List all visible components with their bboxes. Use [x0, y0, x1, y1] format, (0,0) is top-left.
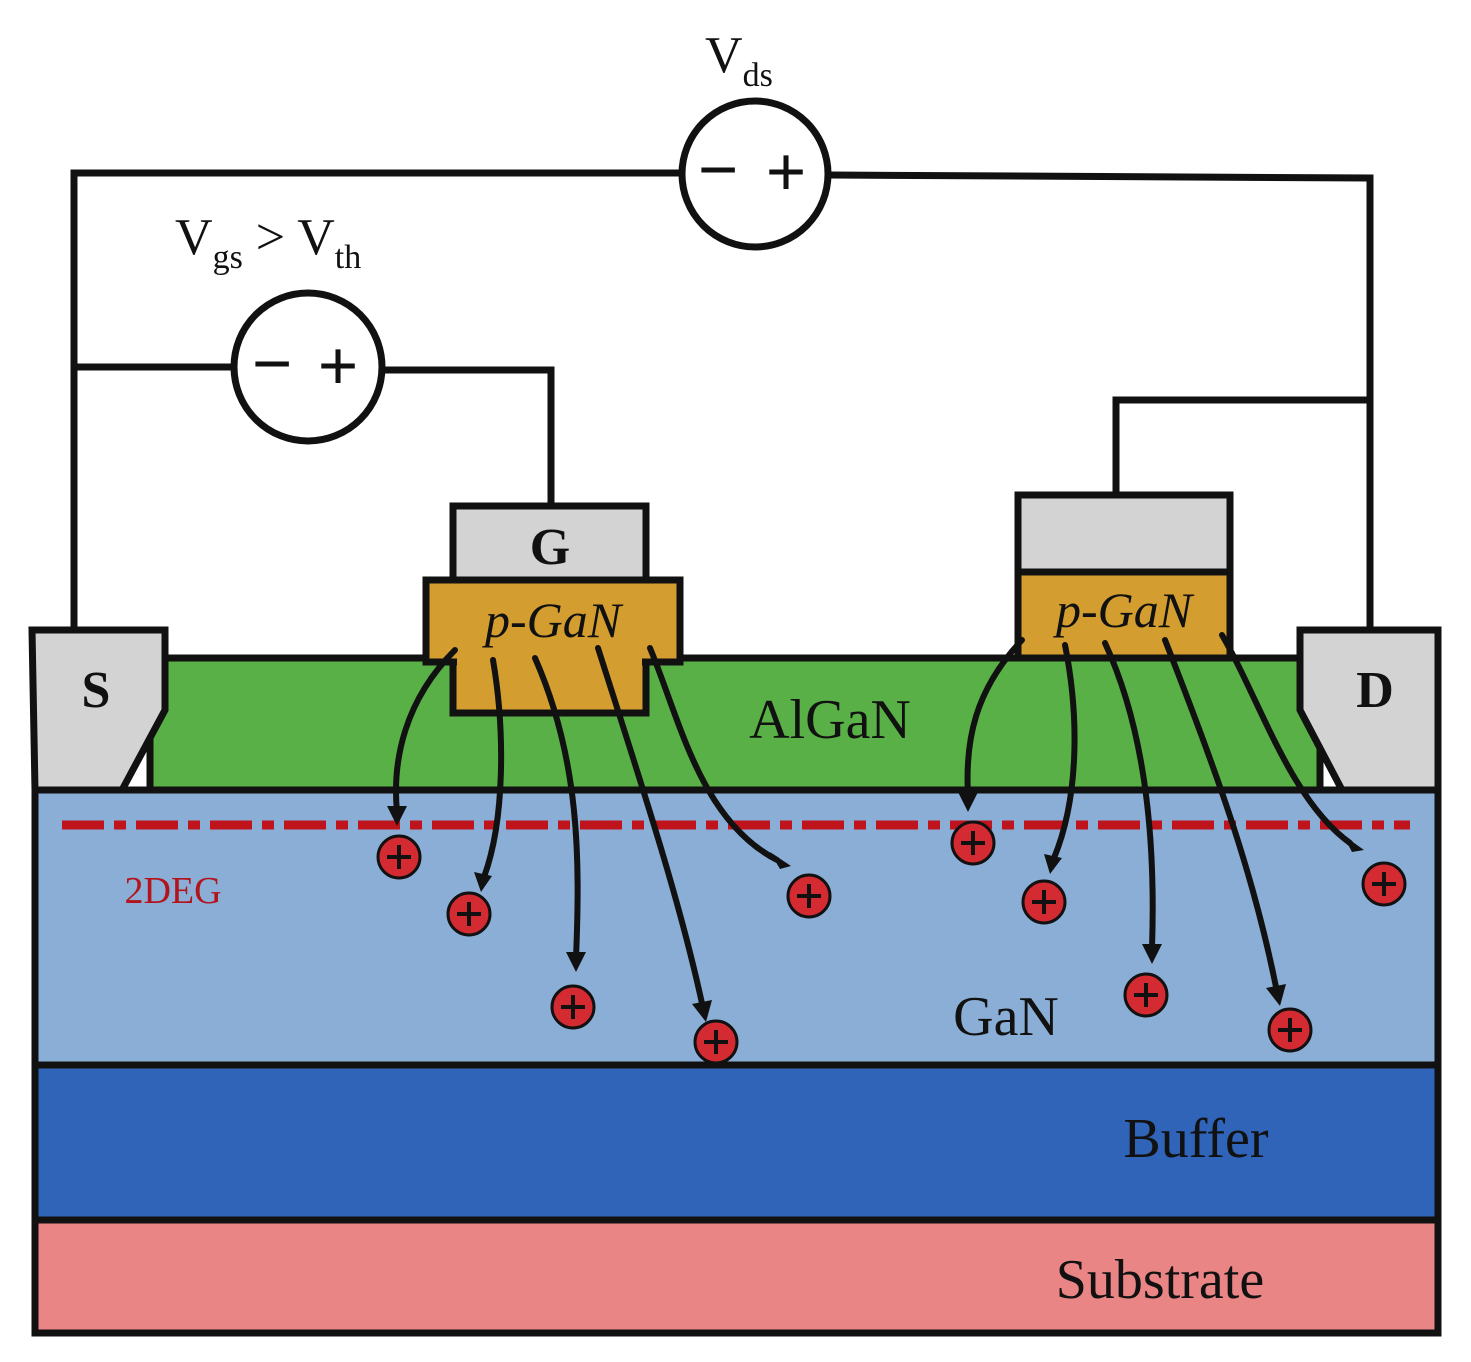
gate-stack: p-GaN G	[422, 502, 684, 717]
vds-label: Vds	[705, 27, 773, 94]
vds-label-sub: ds	[743, 57, 773, 94]
hole-charge	[950, 820, 996, 866]
hole-charge	[446, 891, 492, 937]
buffer-layer: Buffer	[31, 1061, 1442, 1224]
vgs-wire-right	[383, 366, 555, 506]
hole-arrows-drain	[958, 632, 1364, 1006]
arrow-head	[474, 872, 492, 892]
arrow-head	[566, 952, 586, 972]
holes-group	[376, 820, 1407, 1065]
vds-wire-left	[70, 169, 680, 630]
arrow-head	[1044, 854, 1062, 874]
vgs-label-v2: V	[297, 209, 335, 266]
drain-pgan-wire	[1112, 396, 1370, 495]
arrow	[1102, 640, 1156, 951]
twodeg-label: 2DEG	[124, 870, 221, 912]
vgs-plus: +	[317, 326, 358, 406]
vgs-label-relation: >	[243, 209, 297, 266]
arrow-head	[692, 1000, 712, 1022]
gate-pgan-fill-join	[457, 656, 642, 668]
hole-charge	[1361, 861, 1407, 907]
arrow	[1051, 642, 1078, 861]
vds-minus: −	[697, 130, 738, 210]
drain-label: D	[1356, 662, 1394, 719]
hole-charge	[550, 984, 596, 1030]
substrate-label: Substrate	[1056, 1249, 1264, 1311]
hole-charge	[786, 873, 832, 919]
drain-pgan-metal	[1014, 491, 1234, 576]
arrow-head	[387, 806, 407, 826]
arrow	[647, 645, 780, 863]
arrow	[481, 657, 505, 880]
vgs-label: Vgs > Vth	[175, 209, 361, 276]
drain-pgan-rect	[1014, 568, 1234, 662]
vgs-label-sub2: th	[335, 239, 361, 276]
drain-contact: D	[1296, 626, 1442, 794]
vgs-source-circle	[230, 289, 386, 445]
source-shape	[28, 626, 169, 794]
vds-wire-right	[829, 171, 1374, 630]
hole-charge	[1123, 972, 1169, 1018]
hole-charge	[693, 1019, 739, 1065]
arrow-head	[1142, 944, 1162, 964]
vds-source-circle	[678, 97, 832, 251]
hole-charge	[1021, 879, 1067, 925]
substrate-layer: Substrate	[31, 1216, 1442, 1337]
arrow	[595, 645, 706, 1011]
source-contact: S	[28, 626, 169, 794]
vds-label-v: V	[705, 27, 743, 84]
gate-metal	[449, 502, 650, 584]
drain-shape	[1296, 626, 1442, 794]
gate-pgan-label: p-GaN	[482, 592, 624, 648]
drain-pgan-label: p-GaN	[1053, 582, 1195, 638]
arrow-head	[958, 792, 978, 812]
arrow-head	[770, 852, 791, 869]
arrow	[1162, 637, 1280, 995]
arrow	[964, 637, 1025, 798]
algan-label: AlGaN	[749, 689, 911, 751]
arrow-head	[1343, 835, 1364, 852]
hole-arrows-gate	[387, 645, 791, 1022]
hole-charge	[1267, 1007, 1313, 1053]
substrate-rect	[31, 1216, 1442, 1337]
vgs-source: − + Vgs > Vth	[175, 209, 386, 445]
arrow	[393, 647, 458, 815]
drain-pgan-stack: p-GaN	[1014, 491, 1234, 662]
buffer-label: Buffer	[1123, 1108, 1268, 1170]
hole-charge	[376, 834, 422, 880]
gan-label: GaN	[953, 986, 1059, 1048]
buffer-rect	[31, 1061, 1442, 1224]
vds-plus: +	[765, 132, 806, 212]
vds-source: − + Vds	[678, 27, 832, 251]
circuit-wires	[70, 169, 1374, 630]
gate-pgan-rect	[422, 576, 684, 666]
vgs-minus: −	[251, 324, 292, 404]
arrow-head	[1266, 984, 1286, 1006]
vgs-label-sub: gs	[213, 239, 243, 276]
vgs-label-v: V	[175, 209, 213, 266]
gate-label: G	[530, 519, 570, 576]
arrow	[532, 655, 581, 961]
arrow	[1219, 632, 1353, 846]
source-label: S	[82, 662, 111, 719]
